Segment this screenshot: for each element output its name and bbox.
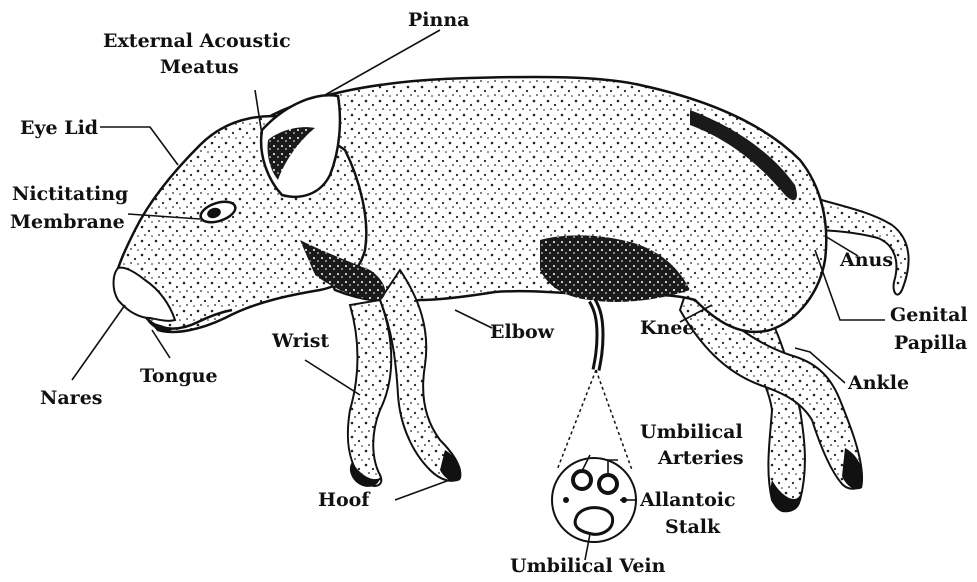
- label-hoof: Hoof: [318, 489, 371, 511]
- label-tongue: Tongue: [140, 365, 218, 387]
- leader-hoof: [395, 478, 455, 500]
- leader-wrist: [305, 360, 360, 395]
- front-leg-near: [380, 270, 460, 481]
- label-pinna: Pinna: [408, 9, 469, 31]
- label-allantoic: Allantoic: [639, 489, 736, 511]
- label-wrist: Wrist: [271, 330, 329, 352]
- leader-tongue: [152, 330, 170, 358]
- label-meatus: Meatus: [160, 56, 239, 78]
- label-umbilical-arteries-2: Arteries: [657, 447, 744, 469]
- label-eye-lid: Eye Lid: [20, 117, 98, 139]
- label-umbilical-vein: Umbilical Vein: [510, 555, 666, 577]
- label-stalk: Stalk: [665, 516, 721, 538]
- umbilical-artery-left: [573, 471, 591, 489]
- label-external-acoustic: External Acoustic: [103, 30, 291, 52]
- label-knee: Knee: [640, 317, 695, 339]
- label-genital: Genital: [890, 304, 968, 326]
- label-nares: Nares: [40, 387, 102, 409]
- front-leg-far: [348, 300, 391, 486]
- label-papilla: Papilla: [894, 332, 967, 354]
- umbilical-vein-section: [575, 508, 613, 535]
- umbilical-artery-right: [599, 475, 617, 493]
- leader-elbow: [455, 310, 492, 328]
- allantoic-stalk-dot-left: [563, 497, 569, 503]
- leader-eye-lid: [100, 127, 178, 165]
- label-ankle: Ankle: [847, 372, 909, 394]
- label-anus: Anus: [839, 249, 893, 271]
- label-nictitating: Nictitating: [12, 183, 128, 205]
- umbilical-cross-section: [552, 370, 636, 542]
- label-umbilical-arteries-1: Umbilical: [640, 421, 743, 443]
- label-elbow: Elbow: [490, 321, 555, 343]
- label-membrane: Membrane: [10, 211, 125, 233]
- leader-nares: [72, 305, 125, 380]
- pig-illustration: [114, 77, 909, 512]
